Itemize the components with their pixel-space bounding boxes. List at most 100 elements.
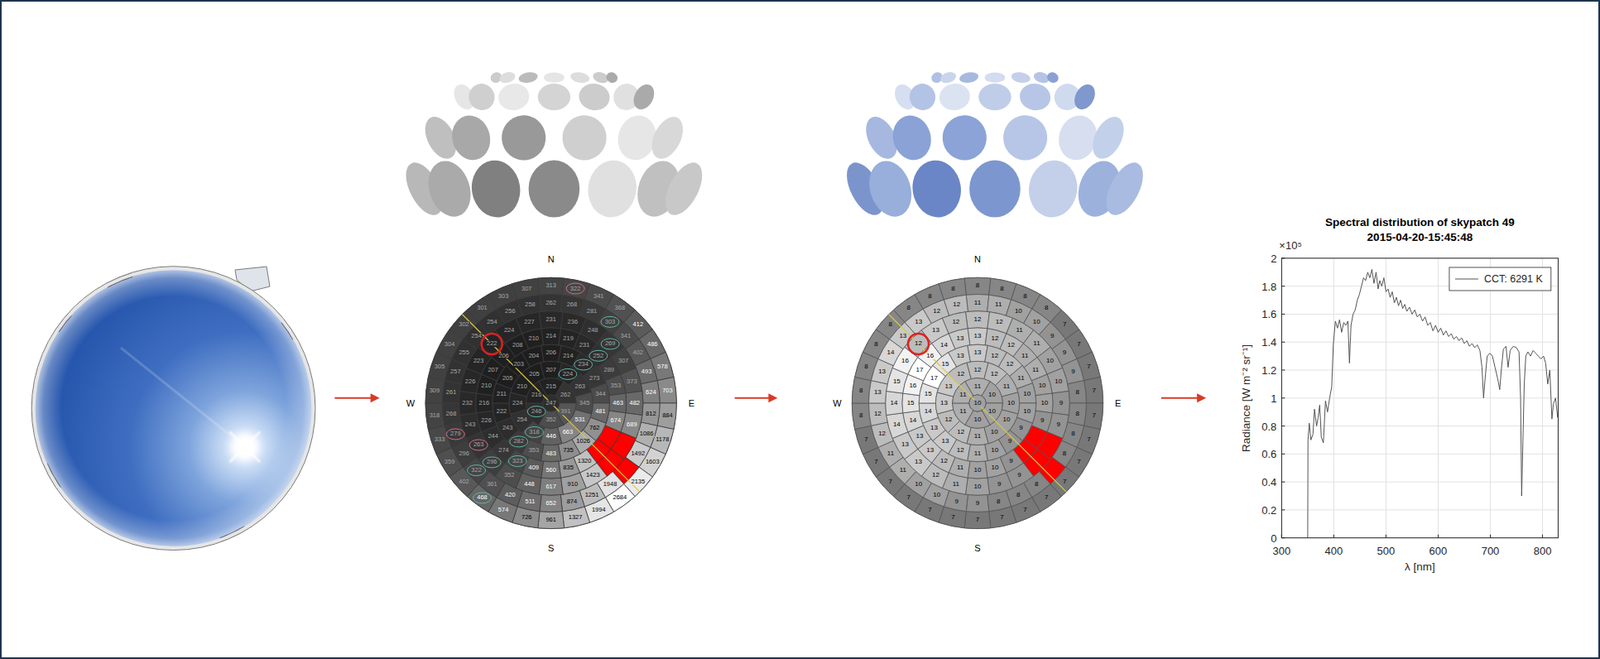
patch-value: 10 bbox=[1045, 357, 1055, 365]
patch-value: 8 bbox=[1022, 293, 1028, 300]
axis-tick: 700 bbox=[1481, 544, 1500, 556]
grid-ground bbox=[425, 277, 677, 529]
dome-patch bbox=[978, 83, 1011, 111]
flow-arrow bbox=[1161, 393, 1207, 403]
tick-mark bbox=[1333, 534, 1335, 539]
tick-mark bbox=[1281, 369, 1285, 371]
compass-letter: S bbox=[974, 542, 981, 553]
patch-value: 11 bbox=[886, 450, 895, 457]
tick-mark bbox=[1489, 534, 1491, 539]
patch-value: 2135 bbox=[630, 478, 647, 486]
sky-patch bbox=[540, 344, 562, 362]
patch-value: 1327 bbox=[567, 514, 584, 522]
compass-letter: E bbox=[1114, 398, 1121, 408]
patch-value: 483 bbox=[544, 450, 558, 457]
patch-value: 7 bbox=[873, 458, 879, 466]
sky-patch bbox=[538, 511, 565, 529]
sky-patch bbox=[1052, 390, 1070, 415]
axis-tick: 1.4 bbox=[1261, 336, 1277, 348]
grid-line bbox=[1281, 509, 1558, 510]
patch-value: 11 bbox=[958, 408, 967, 415]
arrow-head bbox=[370, 393, 380, 403]
dome-patch bbox=[1010, 71, 1032, 85]
patch-value: 273 bbox=[588, 374, 601, 382]
sky-patch bbox=[425, 376, 445, 404]
sky-patch bbox=[967, 327, 988, 346]
patch-value: 12 bbox=[931, 471, 941, 479]
sky-patch bbox=[475, 393, 494, 414]
spectrum-curve bbox=[1307, 269, 1558, 538]
patch-value: 207 bbox=[486, 366, 500, 374]
patch-value: 244 bbox=[486, 433, 500, 441]
patch-value: 248 bbox=[586, 327, 600, 335]
patch-value: 12 bbox=[973, 366, 983, 374]
sky-patch bbox=[609, 393, 627, 414]
patch-value: 12 bbox=[956, 428, 966, 436]
patch-value: 617 bbox=[544, 483, 558, 491]
patch-value: 9 bbox=[1049, 332, 1055, 340]
marked-patch-ring bbox=[473, 492, 492, 504]
sun-spike bbox=[229, 432, 260, 463]
patch-value: 10 bbox=[1002, 416, 1012, 423]
patch-value: 9 bbox=[1008, 457, 1014, 465]
axis-title: Radiance [W m⁻² sr⁻¹] bbox=[1241, 344, 1254, 452]
marked-patch-ring bbox=[469, 439, 488, 451]
patch-value: 689 bbox=[625, 421, 639, 428]
dome-patch bbox=[496, 81, 532, 113]
sky-patch bbox=[442, 380, 462, 404]
plot-area bbox=[1281, 258, 1558, 539]
patch-value: 12 bbox=[989, 370, 1000, 378]
patch-value: 13 bbox=[913, 318, 923, 326]
patch-value: 8 bbox=[1043, 304, 1049, 312]
patch-value: 11 bbox=[951, 480, 961, 488]
marked-patch-ring bbox=[600, 338, 620, 350]
sky-patch bbox=[425, 403, 445, 430]
sky-patch bbox=[869, 403, 889, 426]
dome-patch bbox=[576, 81, 612, 113]
sky-patch bbox=[869, 380, 889, 404]
sky-patch bbox=[541, 461, 562, 479]
patch-value: 9 bbox=[1070, 368, 1076, 375]
patch-value: 296 bbox=[485, 459, 499, 467]
patch-value: 11 bbox=[1032, 340, 1041, 347]
patch-value: 252 bbox=[592, 352, 606, 360]
patch-value: 14 bbox=[923, 408, 933, 415]
patch-value: 13 bbox=[973, 349, 983, 356]
grid-line bbox=[1281, 341, 1558, 343]
patch-value: 10 bbox=[1032, 318, 1042, 326]
axis-tick: 0 bbox=[1270, 532, 1277, 543]
patch-value: 258 bbox=[523, 302, 537, 309]
patch-value: 8 bbox=[1061, 450, 1067, 457]
sky-patch bbox=[657, 376, 677, 404]
patch-value: 10 bbox=[987, 408, 997, 415]
patch-value: 10 bbox=[973, 483, 983, 491]
sky-patch bbox=[1067, 380, 1087, 404]
dome-patch bbox=[543, 72, 565, 83]
arrow-head bbox=[768, 393, 778, 403]
patch-value: 12 bbox=[989, 352, 1000, 360]
patch-value: 373 bbox=[625, 378, 639, 385]
patch-value: 13 bbox=[939, 399, 949, 407]
patch-value: 7 bbox=[1076, 458, 1082, 466]
patch-value: 624 bbox=[644, 389, 658, 397]
patch-value: 13 bbox=[900, 441, 910, 448]
patch-value: 493 bbox=[640, 369, 654, 376]
patch-value: 12 bbox=[973, 316, 983, 323]
marked-patch-ring bbox=[600, 316, 620, 327]
patch-value: 204 bbox=[528, 352, 541, 360]
chart-title: 2015-04-20-15:45:48 bbox=[1367, 231, 1474, 244]
patch-value: 318 bbox=[528, 428, 541, 436]
patch-value: 1086 bbox=[639, 431, 655, 438]
patch-value: 12 bbox=[944, 416, 954, 423]
sky-patch bbox=[885, 390, 904, 415]
dome-patch bbox=[908, 156, 966, 221]
sky-patch bbox=[539, 494, 563, 513]
marked-patch-ring bbox=[566, 283, 585, 294]
grid-line bbox=[1281, 453, 1558, 455]
patch-value: 8 bbox=[888, 321, 894, 328]
sky-patch bbox=[640, 380, 660, 404]
sky-patch bbox=[1035, 393, 1053, 414]
patch-value: 835 bbox=[562, 464, 575, 471]
patch-value: 8 bbox=[995, 498, 1001, 505]
patch-value: 10 bbox=[973, 399, 983, 407]
